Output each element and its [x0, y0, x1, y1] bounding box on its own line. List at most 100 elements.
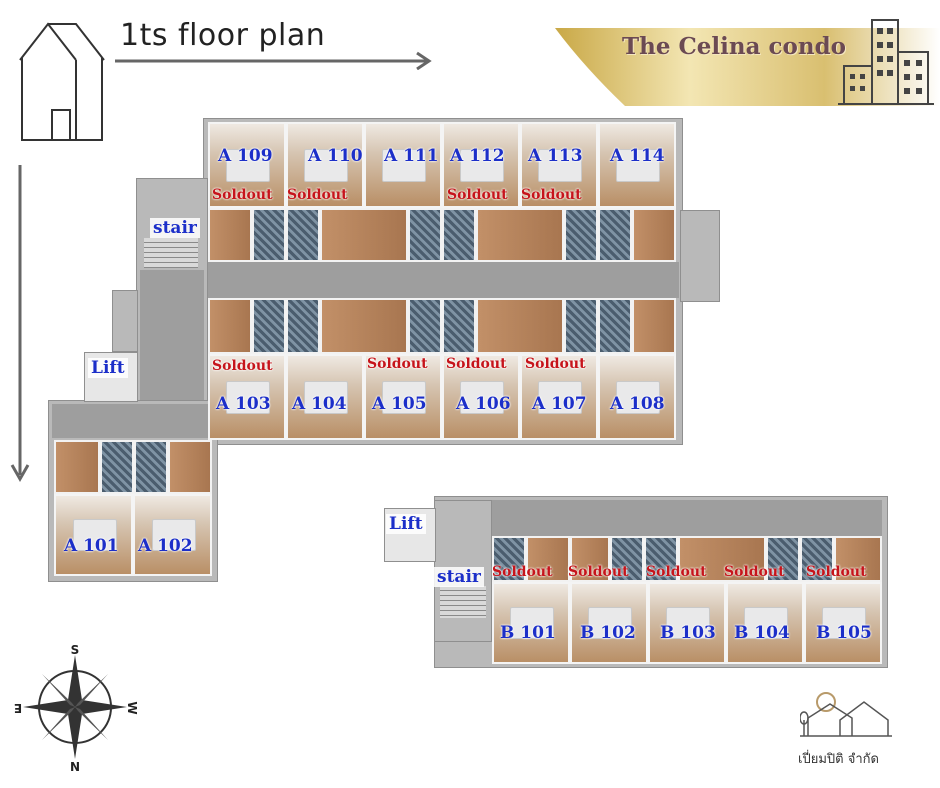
room-a111	[364, 122, 442, 208]
stair-label-b: stair	[434, 567, 484, 587]
unit-a106: A 106	[456, 394, 511, 414]
kitchen-strip	[208, 298, 252, 354]
unit-a113: A 113	[528, 146, 583, 166]
status-a105: Soldout	[367, 356, 428, 372]
unit-a101: A 101	[64, 536, 119, 556]
bathroom	[610, 536, 644, 582]
room-a101	[54, 494, 133, 576]
bed	[616, 148, 660, 182]
bathroom	[286, 208, 320, 262]
bathroom	[492, 536, 526, 582]
room-b102	[570, 582, 648, 664]
room-a102	[133, 494, 212, 576]
bed	[744, 607, 788, 640]
unit-b105: B 105	[816, 623, 872, 643]
status-b103: Soldout	[646, 564, 707, 580]
unit-a109: A 109	[218, 146, 273, 166]
bathroom	[252, 208, 286, 262]
bed	[538, 380, 582, 414]
compass-s: S	[71, 645, 80, 657]
bed	[822, 607, 866, 640]
house-outline-icon	[19, 22, 105, 141]
room-a104	[286, 354, 364, 440]
company-logo-icon	[800, 692, 892, 737]
bed	[226, 148, 270, 182]
bed	[460, 380, 504, 414]
room-b105	[804, 582, 882, 664]
room-a106	[442, 354, 520, 440]
room-a103	[208, 354, 286, 440]
bed	[666, 607, 710, 640]
arrow-down-icon	[10, 165, 30, 483]
kitchen-strip	[632, 298, 676, 354]
building-a-side-bay	[112, 290, 138, 352]
room-a107	[520, 354, 598, 440]
kitchen-strip	[834, 536, 882, 582]
compass-e: E	[14, 701, 22, 715]
unit-a111: A 111	[384, 146, 439, 166]
kitchen-strip	[526, 536, 570, 582]
unit-b102: B 102	[580, 623, 636, 643]
building-a-stairs	[144, 238, 198, 268]
bathroom	[408, 298, 442, 354]
kitchen-strip	[168, 440, 212, 494]
bathroom	[100, 440, 134, 494]
bathroom	[800, 536, 834, 582]
room-a114	[598, 122, 676, 208]
room-a108	[598, 354, 676, 440]
arrow-right-icon	[115, 51, 432, 70]
bathroom	[766, 536, 800, 582]
bed	[151, 519, 196, 552]
status-a112: Soldout	[447, 187, 508, 203]
bathroom	[252, 298, 286, 354]
bathroom	[598, 298, 632, 354]
unit-a102: A 102	[138, 536, 193, 556]
status-a107: Soldout	[525, 356, 586, 372]
room-a113	[520, 122, 598, 208]
unit-b101: B 101	[500, 623, 556, 643]
bathroom	[598, 208, 632, 262]
bed	[226, 380, 270, 414]
unit-a114: A 114	[610, 146, 665, 166]
unit-a105: A 105	[372, 394, 427, 414]
kitchen-strip	[678, 536, 766, 582]
status-b102: Soldout	[568, 564, 629, 580]
lift-label-a: Lift	[88, 358, 128, 378]
room-a110	[286, 122, 364, 208]
kitchen-strip	[632, 208, 676, 262]
kitchen-strip	[54, 440, 100, 494]
bed	[460, 148, 504, 182]
bed	[304, 380, 348, 414]
plan-title: 1ts floor plan	[120, 18, 326, 53]
unit-a107: A 107	[532, 394, 587, 414]
bathroom	[286, 298, 320, 354]
kitchen-strip	[320, 298, 408, 354]
unit-a108: A 108	[610, 394, 665, 414]
room-b103	[648, 582, 726, 664]
room-b101	[492, 582, 570, 664]
unit-b103: B 103	[660, 623, 716, 643]
status-b101: Soldout	[492, 564, 553, 580]
room-b104	[726, 582, 804, 664]
status-a113: Soldout	[521, 187, 582, 203]
building-b-corridor	[438, 500, 882, 536]
bed	[588, 607, 632, 640]
room-a112	[442, 122, 520, 208]
status-a110: Soldout	[287, 187, 348, 203]
building-b-stairs	[440, 586, 486, 618]
lift-label-b: Lift	[386, 514, 426, 534]
building-a-wing-corridor	[52, 404, 212, 438]
building-a-balcony	[680, 210, 720, 302]
bed	[510, 607, 554, 640]
bathroom	[442, 298, 476, 354]
status-b104: Soldout	[724, 564, 785, 580]
compass-n: N	[70, 760, 80, 774]
compass-w: W	[125, 701, 139, 714]
bed	[538, 148, 582, 182]
stair-label-a: stair	[150, 218, 200, 238]
bed	[616, 380, 660, 414]
bathroom	[408, 208, 442, 262]
kitchen-strip	[476, 298, 564, 354]
bathroom	[134, 440, 168, 494]
bathroom	[564, 208, 598, 262]
